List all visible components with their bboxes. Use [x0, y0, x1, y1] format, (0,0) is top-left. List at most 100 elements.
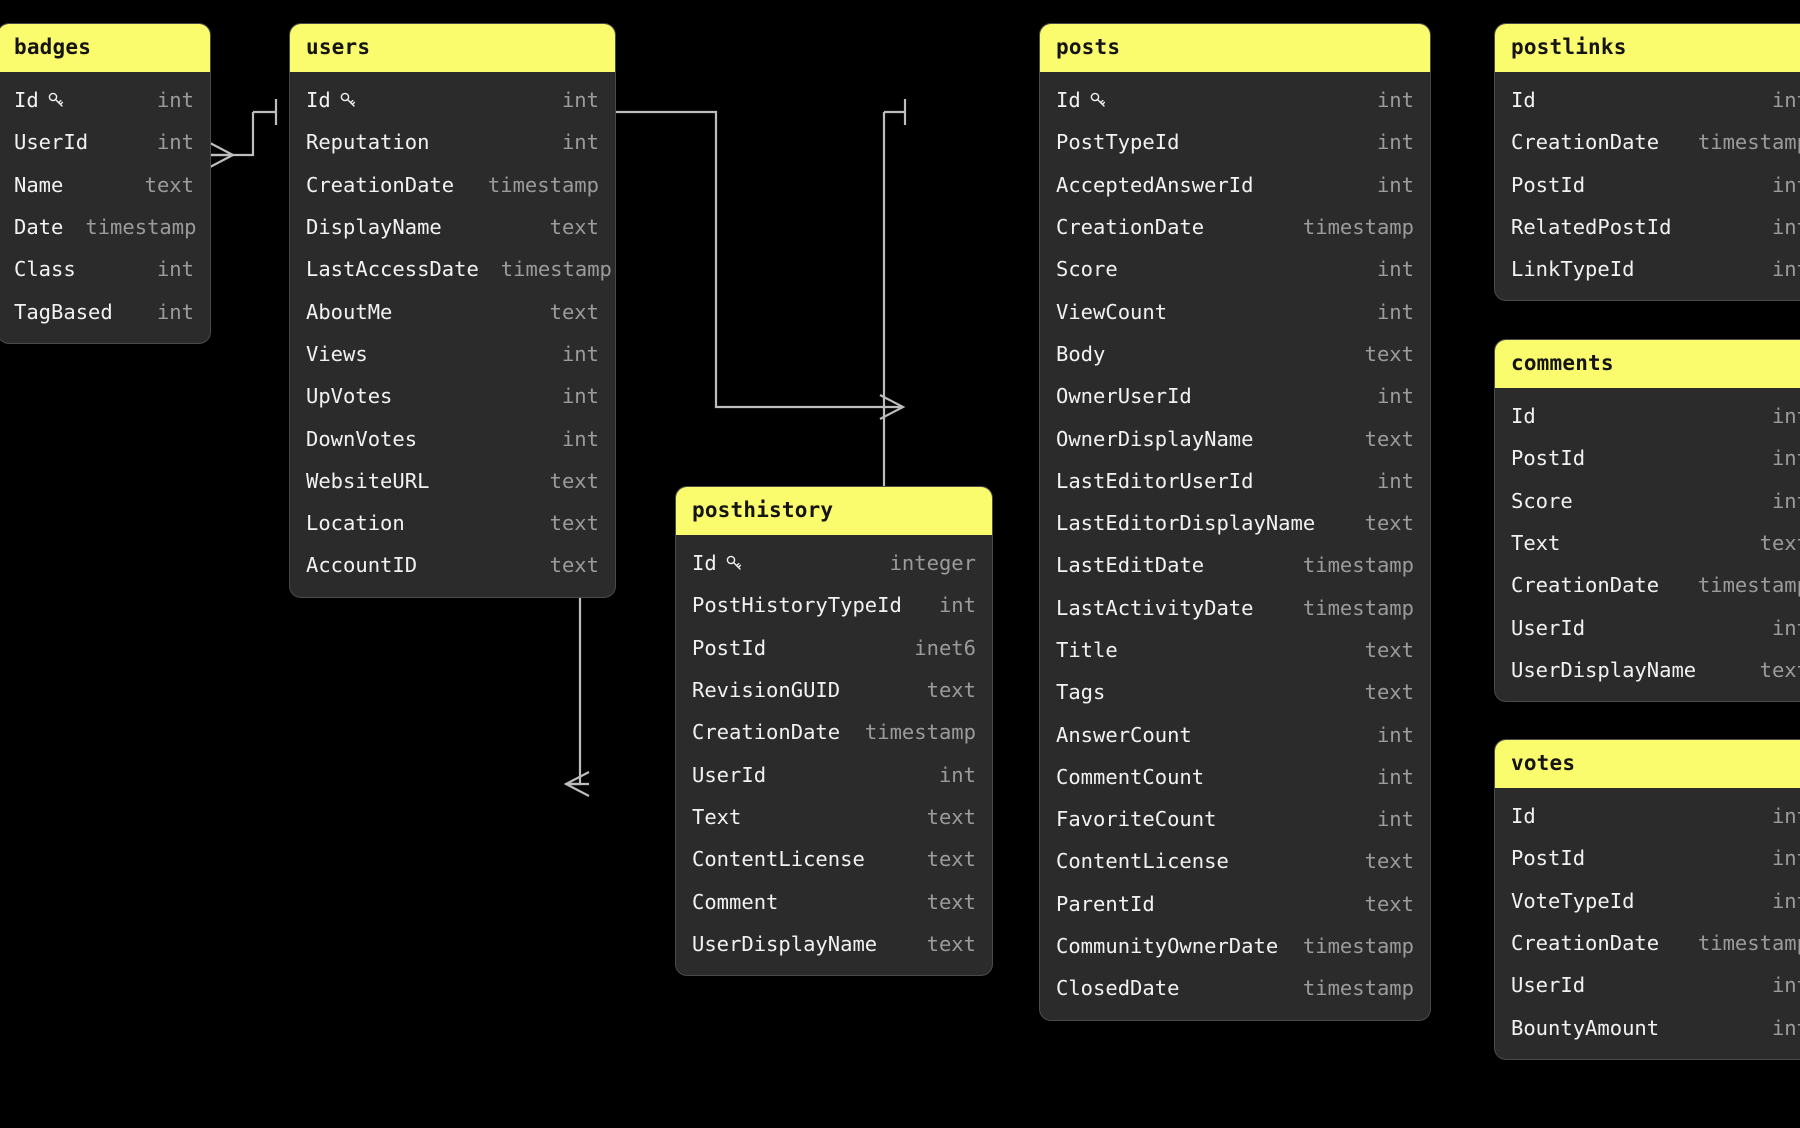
column-row[interactable]: Id int — [290, 79, 615, 121]
column-name: FavoriteCount — [1056, 807, 1217, 832]
column-type: int — [156, 130, 194, 155]
column-type: int — [561, 130, 599, 155]
column-row[interactable]: PostIdint — [1495, 164, 1800, 206]
column-row[interactable]: TagBased int — [0, 290, 210, 332]
column-type: text — [549, 553, 599, 578]
column-row[interactable]: Id int — [1040, 79, 1430, 121]
column-name: Views — [306, 341, 368, 366]
column-row[interactable]: LinkTypeIdint — [1495, 248, 1800, 290]
key-icon — [1089, 91, 1107, 109]
column-row[interactable]: Id integer — [676, 542, 992, 584]
column-type: int — [561, 426, 599, 451]
key-icon — [339, 91, 357, 109]
table-card-posthistory[interactable]: posthistory Id integer PostHistoryTypeId… — [676, 487, 992, 975]
column-row[interactable]: Class int — [0, 248, 210, 290]
column-name: PostHistoryTypeId — [692, 593, 902, 618]
column-row[interactable]: Id int — [0, 79, 210, 121]
column-type: text — [1364, 426, 1414, 451]
column-row[interactable]: PostIdint — [1495, 837, 1800, 879]
table-card-badges[interactable]: badges Id int UserId int Name text Date … — [0, 24, 210, 343]
column-name: Score — [1056, 257, 1118, 282]
table-title-postlinks: postlinks — [1495, 24, 1800, 72]
column-row[interactable]: Date timestamp — [0, 206, 210, 248]
column-name: ParentId — [1056, 891, 1155, 916]
column-row[interactable]: VoteTypeIdint — [1495, 880, 1800, 922]
column-name: Id — [1511, 804, 1536, 829]
column-name: UserId — [1511, 973, 1586, 998]
column-row[interactable]: Name text — [0, 164, 210, 206]
column-type: int — [156, 88, 194, 113]
column-type: text — [1364, 638, 1414, 662]
column-row[interactable]: RelatedPostIdint — [1495, 206, 1800, 248]
column-row[interactable]: BountyAmountint — [1495, 1006, 1800, 1048]
column-name: Location — [306, 511, 405, 536]
column-row[interactable]: PostIdint — [1495, 437, 1800, 479]
column-name: Id — [1511, 404, 1536, 429]
column-name: RevisionGUID — [692, 678, 841, 703]
column-row[interactable]: UserId int — [0, 121, 210, 163]
column-type: int — [1376, 384, 1414, 409]
